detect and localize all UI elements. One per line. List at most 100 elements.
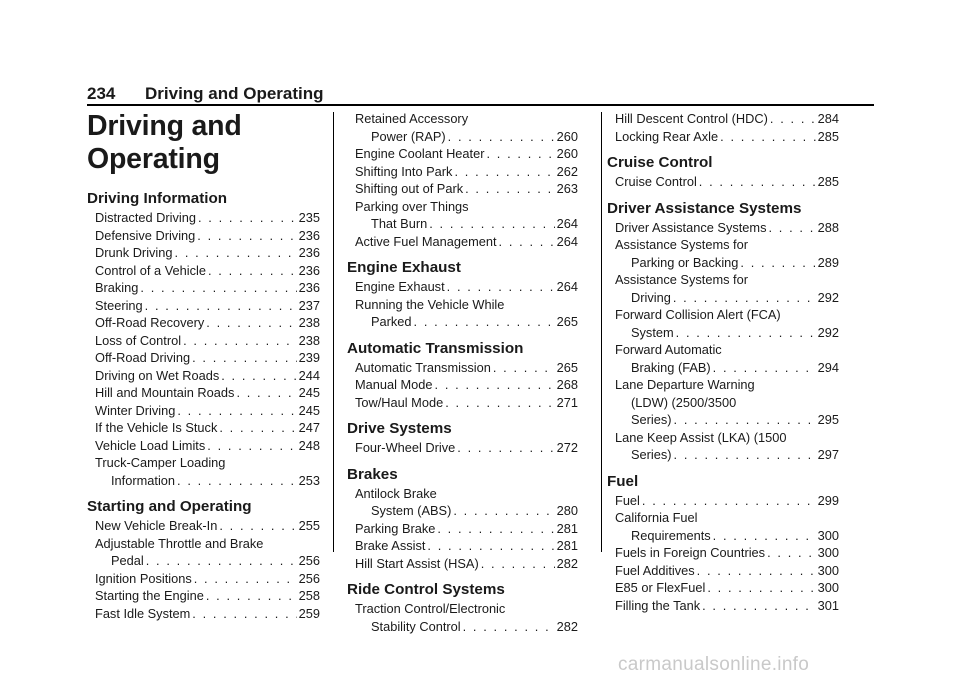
toc-entry-text: Driver Assistance Systems (615, 219, 767, 235)
toc-entry[interactable]: Loss of Control238 (87, 332, 320, 350)
toc-entry[interactable]: Ignition Positions256 (87, 570, 320, 588)
toc-entry[interactable]: Engine Coolant Heater260 (347, 145, 578, 163)
toc-entry[interactable]: Defensive Driving236 (87, 227, 320, 245)
toc-page-number: 297 (817, 447, 839, 462)
toc-entry[interactable]: Brake Assist281 (347, 537, 578, 555)
toc-page-number: 255 (298, 518, 320, 533)
dot-leader (713, 527, 816, 545)
toc-entry-text: New Vehicle Break-In (95, 518, 218, 533)
toc-page-number: 235 (298, 210, 320, 225)
toc-page-number: 265 (556, 359, 578, 375)
toc-page-number: 259 (298, 605, 320, 621)
dot-leader (197, 227, 296, 245)
toc-entry[interactable]: Cruise Control285 (607, 173, 839, 191)
toc-entry[interactable]: Control of a Vehicle 236 (87, 262, 320, 280)
dot-leader (448, 128, 555, 146)
toc-entry[interactable]: Fuel299 (607, 492, 839, 510)
toc-entry[interactable]: Automatic Transmission265 (347, 359, 578, 377)
toc-page-number: 282 (556, 555, 578, 571)
toc-entry-text: Off-Road Driving (95, 350, 191, 365)
toc-entry[interactable]: Engine Exhaust264 (347, 278, 578, 296)
toc-entry[interactable]: Shifting out of Park263 (347, 180, 578, 198)
column-divider (333, 112, 334, 552)
toc-page-number: 285 (817, 174, 839, 189)
toc-entry-text: Tow/Haul Mode (355, 394, 444, 410)
toc-page-number: 284 (817, 111, 839, 126)
dot-leader (702, 597, 816, 615)
toc-entry-text: Hill Start Assist (HSA) (355, 555, 479, 571)
toc-entry-text: Lane Departure Warning (615, 377, 755, 392)
toc-entry[interactable]: Steering237 (87, 297, 320, 315)
toc-entry[interactable]: Manual Mode268 (347, 376, 578, 394)
dot-leader (140, 279, 296, 297)
toc-entry[interactable]: Fuel Additives300 (607, 562, 839, 580)
toc-entry[interactable]: Vehicle Load Limits248 (87, 437, 320, 455)
toc-entry[interactable]: Driving on Wet Roads244 (87, 367, 320, 385)
toc-entry[interactable]: Running the Vehicle WhileParked265 (347, 296, 578, 331)
toc-entry-text: Stability Control (371, 618, 461, 634)
toc-entry-text: Forward Automatic (615, 342, 722, 357)
toc-entry[interactable]: Filling the Tank301 (607, 597, 839, 615)
toc-entry[interactable]: California FuelRequirements300 (607, 509, 839, 544)
toc-entry[interactable]: Hill Start Assist (HSA) 282 (347, 555, 578, 573)
toc-entry[interactable]: Fast Idle System259 (87, 605, 320, 623)
toc-entry[interactable]: Locking Rear Axle285 (607, 128, 839, 146)
toc-page-number: 271 (556, 394, 578, 410)
toc-page-number: 288 (817, 219, 839, 235)
toc-entry-text: Control of a Vehicle (95, 262, 206, 278)
toc-entry[interactable]: Hill Descent Control (HDC)284 (607, 110, 839, 128)
toc-entry[interactable]: Truck-Camper LoadingInformation253 (87, 454, 320, 489)
toc-entry[interactable]: Braking236 (87, 279, 320, 297)
toc-entry-text: Running the Vehicle While (355, 296, 505, 312)
toc-entry[interactable]: Shifting Into Park262 (347, 163, 578, 181)
toc-entry[interactable]: Adjustable Throttle and BrakePedal256 (87, 535, 320, 570)
dot-leader (454, 163, 554, 181)
section-heading-driver-assistance-systems: Driver Assistance Systems (607, 199, 802, 217)
toc-page-number: 300 (817, 580, 839, 595)
toc-page-number: 256 (298, 570, 320, 586)
toc-entry[interactable]: Starting the Engine258 (87, 587, 320, 605)
toc-entry[interactable]: Hill and Mountain Roads245 (87, 384, 320, 402)
toc-entry[interactable]: E85 or FlexFuel300 (607, 579, 839, 597)
chapter-title: Driving and Operating (87, 110, 320, 176)
toc-page-number: 236 (298, 262, 320, 278)
toc-entry[interactable]: Distracted Driving235 (87, 209, 320, 227)
dot-leader (236, 384, 296, 402)
toc-entry[interactable]: Driver Assistance Systems 288 (607, 219, 839, 237)
toc-entry[interactable]: Tow/Haul Mode 271 (347, 394, 578, 412)
dot-leader (713, 359, 816, 377)
dot-leader (673, 289, 816, 307)
toc-entry[interactable]: New Vehicle Break-In 255 (87, 517, 320, 535)
toc-entry[interactable]: Winter Driving245 (87, 402, 320, 420)
toc-entry[interactable]: Forward Collision Alert (FCA)System292 (607, 306, 839, 341)
toc-page-number: 263 (556, 181, 578, 196)
toc-entry[interactable]: Off-Road Driving239 (87, 349, 320, 367)
dot-leader (146, 552, 297, 570)
toc-entry-text: Winter Driving (95, 402, 176, 418)
toc-entry[interactable]: Assistance Systems forDriving292 (607, 271, 839, 306)
toc-entry[interactable]: Parking Brake281 (347, 520, 578, 538)
toc-entry-text: Vehicle Load Limits (95, 437, 206, 453)
dot-leader (768, 219, 815, 237)
toc-entry[interactable]: Fuels in Foreign Countries300 (607, 544, 839, 562)
toc-entry[interactable]: Four-Wheel Drive272 (347, 439, 578, 457)
toc-entry-text: Brake Assist (355, 538, 426, 553)
toc-entry[interactable]: Off-Road Recovery238 (87, 314, 320, 332)
toc-page-number: 300 (817, 545, 839, 560)
dot-leader (437, 520, 554, 538)
dot-leader (206, 314, 296, 332)
toc-entry[interactable]: Drunk Driving236 (87, 244, 320, 262)
toc-entry-text: Off-Road Recovery (95, 315, 205, 330)
toc-entry[interactable]: If the Vehicle Is Stuck247 (87, 419, 320, 437)
toc-entry[interactable]: Active Fuel Management264 (347, 233, 578, 251)
